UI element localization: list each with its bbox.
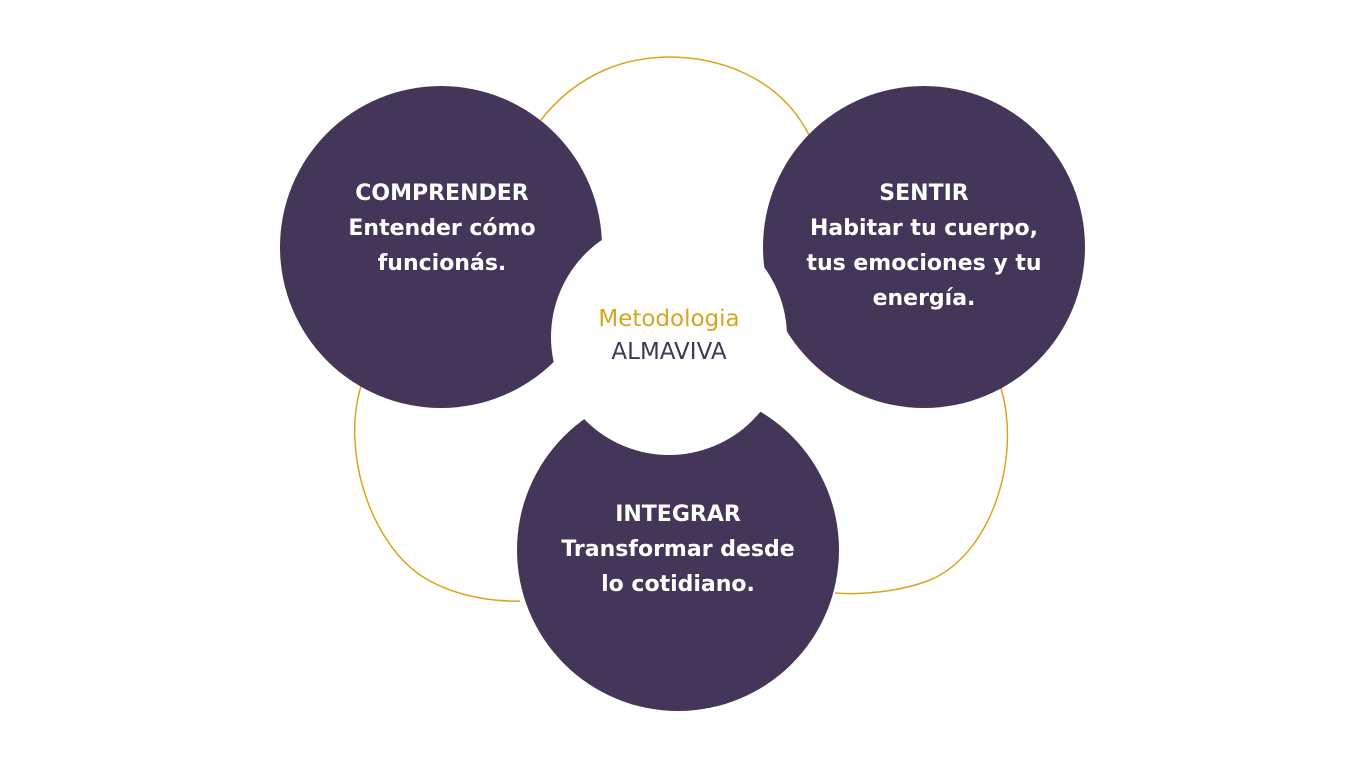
node-line: Entender cómo [348, 216, 536, 241]
center-title: Metodologia [598, 306, 740, 332]
circle-sentir [763, 86, 1085, 408]
circle-comprender [280, 86, 602, 408]
center-subtitle: ALMAVIVA [611, 339, 727, 365]
node-line: tus emociones y tu [806, 251, 1042, 276]
node-integrar-text: INTEGRAR Transformar desde lo cotidiano. [538, 497, 818, 602]
node-heading: INTEGRAR [615, 502, 741, 527]
ring-arc-right [834, 387, 1009, 595]
node-line: energía. [872, 286, 976, 311]
node-line: funcionás. [377, 251, 507, 276]
ring-arc-left [354, 382, 521, 602]
node-line: lo cotidiano. [601, 572, 755, 597]
node-comprender-text: COMPRENDER Entender cómo funcionás. [312, 176, 572, 281]
node-line: Habitar tu cuerpo, [810, 216, 1038, 241]
center-circle [551, 219, 787, 455]
center-label: Metodologia ALMAVIVA [570, 303, 768, 369]
node-line: Transformar desde [561, 537, 795, 562]
node-sentir-text: SENTIR Habitar tu cuerpo, tus emociones … [784, 176, 1064, 316]
node-heading: COMPRENDER [355, 181, 529, 206]
node-heading: SENTIR [879, 181, 969, 206]
circle-integrar [517, 389, 839, 711]
ring-arc-top [539, 56, 811, 138]
